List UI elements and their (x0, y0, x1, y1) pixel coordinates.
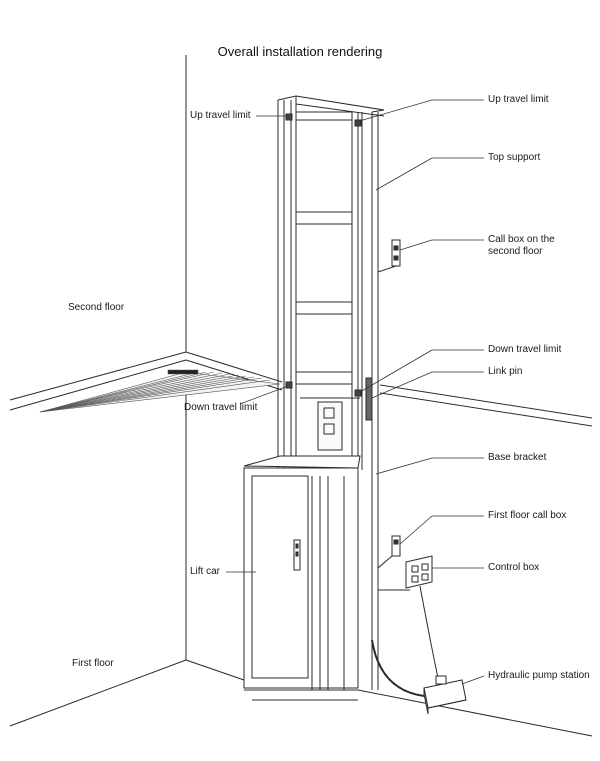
label-first-floor-call-box: First floor call box (488, 510, 567, 521)
diagram-title: Overall installation rendering (217, 44, 383, 59)
electrical-equipment (372, 240, 466, 714)
leader-lines (226, 100, 484, 684)
label-call-box-second-floor: Call box on the second floor (488, 234, 555, 257)
label-first-floor: First floor (72, 658, 114, 669)
label-lift-car: Lift car (190, 566, 221, 577)
label-second-floor: Second floor (68, 302, 125, 313)
label-down-travel-limit-left: Down travel limit (184, 402, 258, 413)
label-up-travel-limit-left: Up travel limit (190, 110, 251, 121)
guide-rail-frame (278, 96, 384, 690)
label-up-travel-limit-right: Up travel limit (488, 94, 549, 105)
room-walls (10, 55, 592, 736)
label-hydraulic-pump-station: Hydraulic pump station (488, 670, 590, 681)
lift-car (244, 456, 360, 700)
label-base-bracket: Base bracket (488, 452, 547, 463)
label-down-travel-limit-right: Down travel limit (488, 344, 562, 355)
label-link-pin: Link pin (488, 366, 523, 377)
label-top-support: Top support (488, 152, 541, 163)
floor-opening-hatch (40, 370, 280, 412)
label-control-box: Control box (488, 562, 540, 573)
